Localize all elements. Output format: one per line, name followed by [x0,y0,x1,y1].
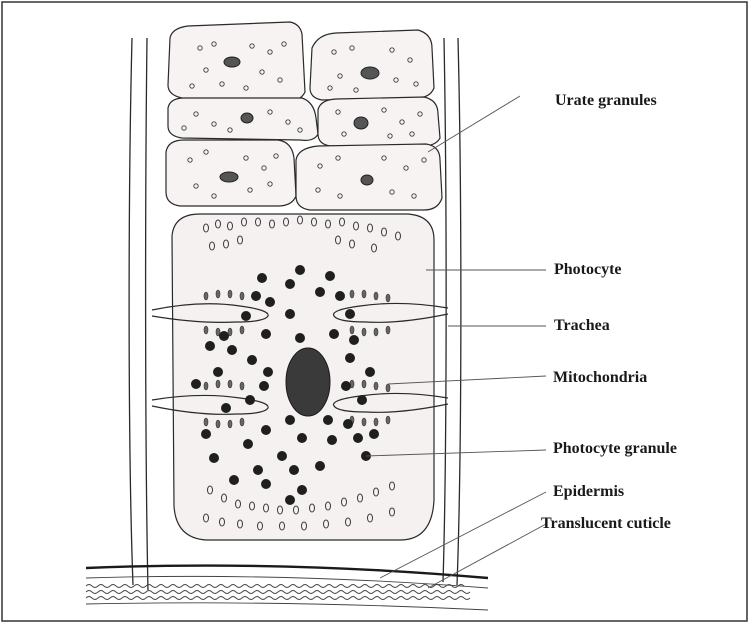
label-photocyte: Photocyte [554,262,622,278]
label-mitochondria: Mitochondria [553,370,647,386]
label-translucent-cuticle: Translucent cuticle [541,516,671,532]
photocyte-nucleus [286,348,330,416]
label-photocyte-granule: Photocyte granule [553,441,677,457]
label-trachea: Trachea [554,318,610,334]
label-urate-granules: Urate granules [555,93,657,109]
label-epidermis: Epidermis [553,484,624,500]
